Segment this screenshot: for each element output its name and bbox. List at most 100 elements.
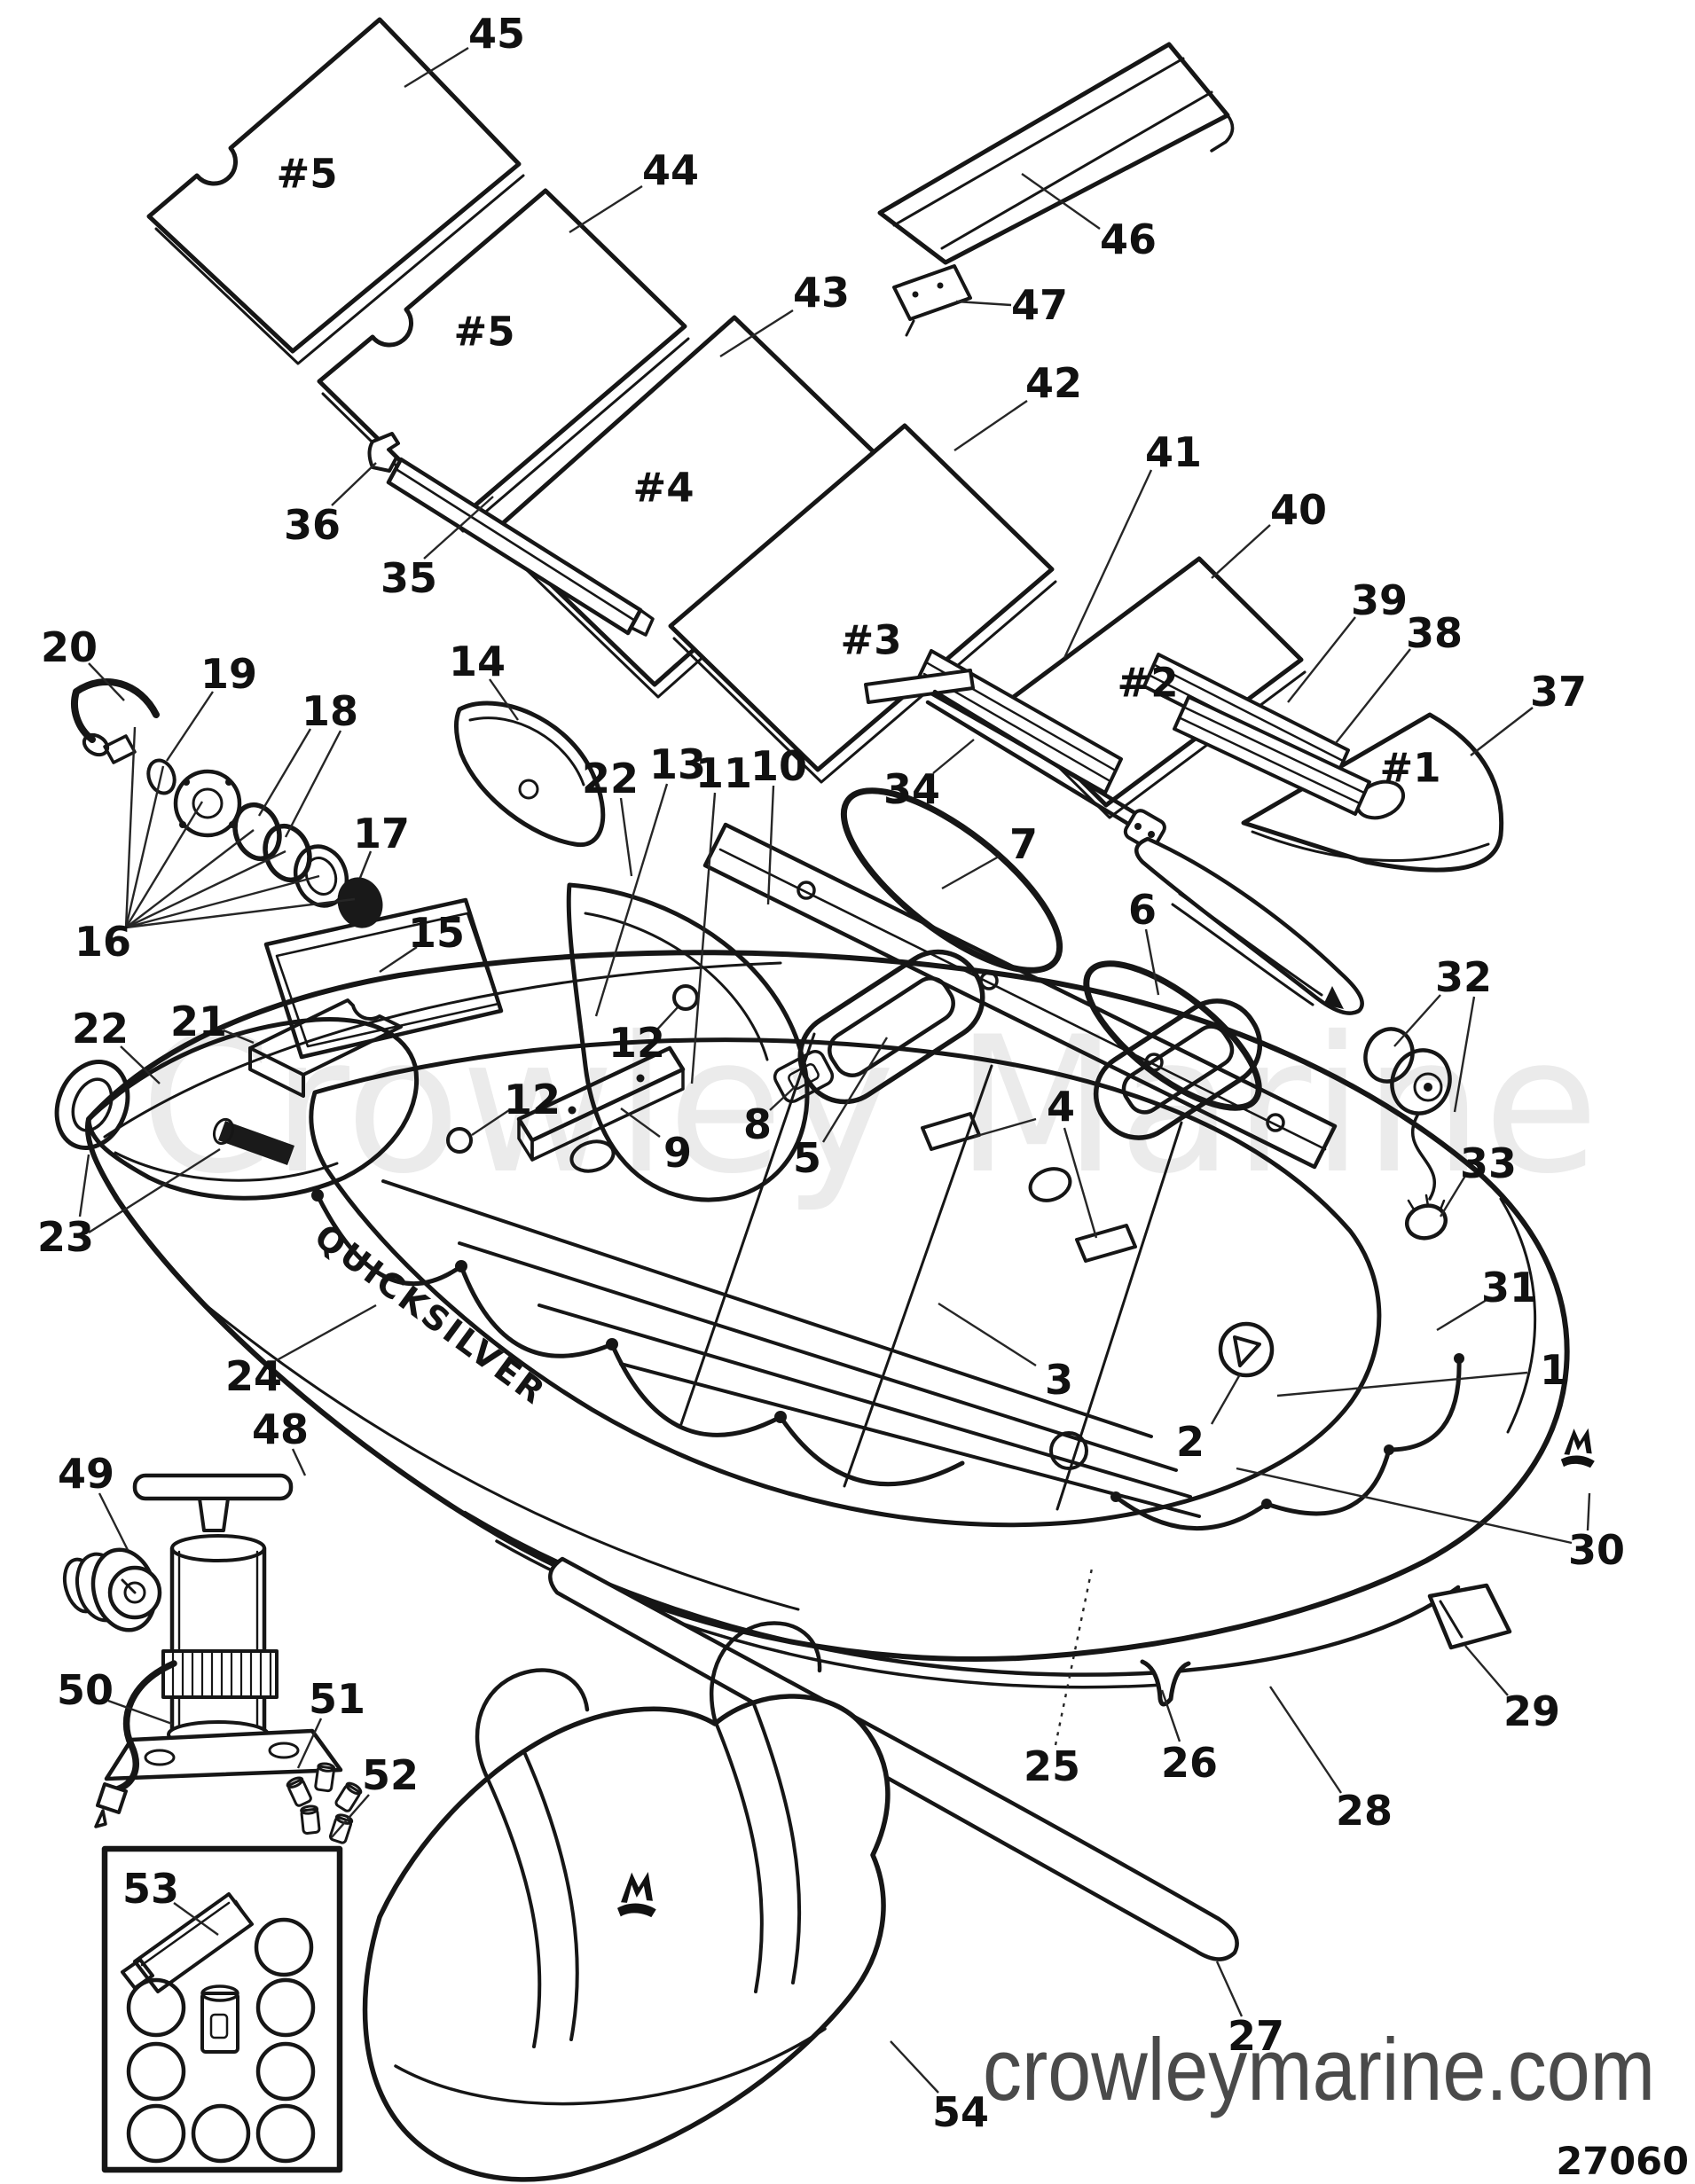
callout-44: 44 — [642, 146, 699, 194]
leader-line-25 — [1054, 1563, 1095, 1746]
panel-label-4: #4 — [632, 465, 694, 512]
motor-pad-14 — [454, 701, 606, 848]
leader-line-7 — [941, 855, 1000, 890]
valve-hose-20 — [71, 678, 160, 764]
callout-18: 18 — [302, 687, 358, 735]
valve-cap-17 — [337, 877, 383, 928]
pump-gauge-49 — [62, 1547, 162, 1632]
leader-line-19 — [166, 691, 214, 762]
leader-line-16 — [124, 726, 137, 928]
leader-line-24 — [276, 1303, 377, 1362]
callout-5: 5 — [793, 1134, 821, 1182]
callout-32: 32 — [1435, 953, 1492, 1001]
callout-16: 16 — [75, 918, 131, 966]
leader-line-42 — [953, 400, 1028, 451]
repair-kit-52 — [101, 1845, 343, 2173]
leader-line-12 — [471, 1109, 510, 1136]
leader-line-54 — [890, 2040, 939, 2094]
callout-26: 26 — [1161, 1739, 1218, 1787]
callout-49: 49 — [58, 1450, 114, 1498]
brand-text: QUICKSILVER — [308, 1217, 554, 1413]
leader-line-18 — [284, 730, 342, 838]
leader-line-30 — [1586, 1492, 1591, 1531]
footer-site-text: crowleymarine.com — [983, 2020, 1655, 2118]
callout-11: 11 — [695, 749, 752, 797]
floor-panel-5a — [146, 17, 525, 365]
leader-line-53 — [173, 1902, 219, 1936]
end-clip-36 — [367, 432, 400, 473]
panel-label-3: #3 — [840, 617, 901, 664]
callout-54: 54 — [932, 2088, 989, 2136]
callout-8: 8 — [743, 1100, 772, 1148]
leader-line-43 — [719, 309, 794, 358]
callout-22: 22 — [582, 755, 639, 802]
callout-10: 10 — [750, 742, 807, 790]
lifeline-rope-25 — [311, 1189, 1464, 1531]
carry-bag-54 — [362, 1621, 891, 2182]
callout-3: 3 — [1045, 1356, 1073, 1404]
callout-31: 31 — [1481, 1264, 1538, 1311]
callout-12: 12 — [504, 1076, 561, 1123]
patch-4b — [1075, 1224, 1137, 1263]
air-pump-48 — [104, 1473, 343, 1781]
callout-28: 28 — [1336, 1787, 1393, 1835]
transom-panel-15 — [263, 897, 504, 1060]
valve-flange-16 — [173, 769, 242, 838]
callout-41: 41 — [1145, 428, 1202, 476]
leader-line-16 — [125, 874, 320, 929]
callout-47: 47 — [1011, 281, 1068, 329]
valve-cap-33 — [1404, 1194, 1448, 1241]
mercury-logo-icon — [616, 1871, 656, 1918]
callout-42: 42 — [1025, 359, 1082, 407]
leader-line-6 — [1144, 928, 1160, 996]
leader-line-50 — [107, 1699, 173, 1726]
callout-53: 53 — [122, 1865, 179, 1913]
callout-20: 20 — [41, 623, 98, 671]
oar-34 — [864, 669, 1364, 1015]
leader-line-22 — [120, 1045, 161, 1084]
bow-ring-patch-23 — [54, 1060, 130, 1150]
leader-line-13 — [594, 783, 669, 1017]
callout-labels: 4544434246474140393837363520191817161415… — [37, 10, 1625, 2136]
callout-1: 1 — [1540, 1346, 1568, 1394]
callout-34: 34 — [883, 765, 940, 813]
callout-15: 15 — [408, 909, 465, 957]
leader-line-30 — [1236, 1467, 1573, 1545]
kit-cylinder — [200, 1984, 239, 2054]
leader-line-15 — [379, 946, 418, 973]
oar-arrow-icon — [1323, 986, 1344, 1009]
leader-line-36 — [331, 462, 377, 506]
leader-line-49 — [98, 1492, 129, 1551]
leader-line-27 — [1215, 1961, 1244, 2017]
callout-19: 19 — [200, 650, 257, 698]
callout-4: 4 — [1047, 1083, 1075, 1131]
leader-line-38 — [1335, 648, 1411, 744]
bracket-21 — [248, 998, 403, 1098]
o-ring-18b — [263, 823, 312, 883]
floor-panel-3 — [668, 423, 1057, 784]
drawing-number: 27060 — [1556, 2140, 1689, 2184]
callout-9: 9 — [663, 1129, 692, 1177]
leader-line-34 — [932, 739, 975, 774]
grab-handle-5 — [797, 949, 985, 1105]
leader-line-41 — [1063, 469, 1153, 659]
mercury-logo-icon — [1560, 1428, 1595, 1468]
callout-12: 12 — [608, 1019, 665, 1067]
side-channel-46 — [877, 42, 1235, 265]
callout-30: 30 — [1568, 1526, 1625, 1574]
bow-handle-23 — [212, 1117, 294, 1165]
callout-48: 48 — [252, 1405, 309, 1453]
keel-strip-35 — [386, 457, 655, 637]
callout-29: 29 — [1503, 1687, 1560, 1735]
valve-adapters-51 — [286, 1762, 363, 1844]
leader-line-39 — [1287, 616, 1356, 703]
bow-cone-22 — [86, 1017, 420, 1201]
batten-27 — [548, 1556, 1239, 1961]
leader-line-17 — [358, 850, 373, 879]
callout-13: 13 — [649, 740, 706, 788]
leader-line-18 — [257, 728, 312, 817]
leader-line-29 — [1464, 1645, 1509, 1696]
seat-bar-9 — [516, 1045, 686, 1173]
leader-line-31 — [1436, 1298, 1487, 1332]
